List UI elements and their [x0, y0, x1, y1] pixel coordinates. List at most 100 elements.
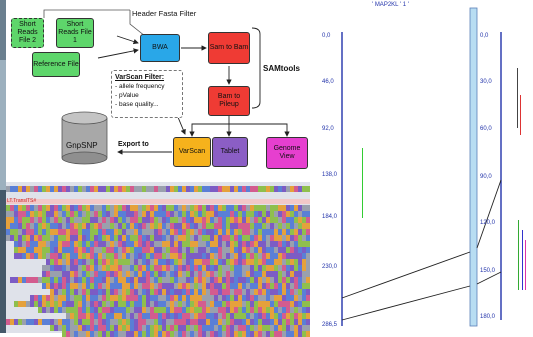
base-cell — [118, 229, 122, 235]
base-cell — [218, 217, 222, 223]
base-cell — [82, 271, 86, 277]
base-cell — [110, 301, 114, 307]
base-cell — [202, 289, 206, 295]
base-cell — [298, 253, 302, 259]
base-cell — [258, 247, 262, 253]
base-cell — [210, 283, 214, 289]
base-cell — [186, 325, 190, 331]
base-cell — [238, 253, 242, 259]
base-cell — [38, 307, 42, 313]
base-cell — [98, 235, 102, 241]
base-cell — [226, 235, 230, 241]
base-cell — [138, 253, 142, 259]
base-cell — [82, 229, 86, 235]
base-cell — [214, 259, 218, 265]
base-cell — [286, 217, 290, 223]
base-cell — [30, 217, 34, 223]
base-cell — [14, 253, 18, 259]
base-cell — [102, 277, 106, 283]
base-cell — [10, 217, 14, 223]
base-cell — [262, 223, 266, 229]
base-cell — [242, 229, 246, 235]
base-cell — [34, 241, 38, 247]
base-cell — [182, 295, 186, 301]
base-cell — [126, 277, 130, 283]
base-cell — [138, 229, 142, 235]
base-cell — [106, 247, 110, 253]
base-cell — [242, 247, 246, 253]
base-cell — [190, 211, 194, 217]
base-cell — [206, 307, 210, 313]
base-cell — [298, 277, 302, 283]
base-cell — [242, 307, 246, 313]
base-cell — [254, 229, 258, 235]
reference-sequence-row — [6, 186, 310, 192]
base-cell — [286, 283, 290, 289]
base-cell — [154, 217, 158, 223]
base-cell — [302, 283, 306, 289]
base-cell — [106, 307, 110, 313]
base-cell — [214, 223, 218, 229]
alignment-row — [6, 307, 310, 313]
base-cell — [214, 211, 218, 217]
base-cell — [34, 229, 38, 235]
base-cell — [170, 289, 174, 295]
base-cell — [262, 247, 266, 253]
base-cell — [258, 235, 262, 241]
base-cell — [114, 259, 118, 265]
base-cell — [110, 307, 114, 313]
base-cell — [94, 247, 98, 253]
base-cell — [54, 301, 58, 307]
base-cell — [150, 235, 154, 241]
base-cell — [146, 223, 150, 229]
base-cell — [194, 313, 198, 319]
base-cell — [22, 223, 26, 229]
base-cell — [146, 283, 150, 289]
base-cell — [146, 295, 150, 301]
base-cell — [142, 289, 146, 295]
base-cell — [242, 253, 246, 259]
base-cell — [102, 295, 106, 301]
base-cell — [166, 301, 170, 307]
base-cell — [294, 325, 298, 331]
base-cell — [10, 319, 14, 325]
base-cell — [146, 325, 150, 331]
base-cell — [210, 235, 214, 241]
base-cell — [206, 295, 210, 301]
base-cell — [306, 277, 310, 283]
base-cell — [114, 229, 118, 235]
base-cell — [174, 283, 178, 289]
base-cell — [154, 319, 158, 325]
base-cell — [46, 186, 50, 192]
base-cell — [282, 223, 286, 229]
base-cell — [106, 271, 110, 277]
base-cell — [142, 307, 146, 313]
base-cell — [298, 283, 302, 289]
base-cell — [74, 229, 78, 235]
base-cell — [138, 289, 142, 295]
base-cell — [190, 283, 194, 289]
base-cell — [22, 319, 26, 325]
base-cell — [282, 235, 286, 241]
base-cell — [302, 295, 306, 301]
base-cell — [226, 277, 230, 283]
alignment-row — [6, 283, 310, 289]
alignment-row — [6, 247, 310, 253]
base-cell — [230, 253, 234, 259]
base-cell — [274, 253, 278, 259]
base-cell — [22, 301, 26, 307]
base-cell — [6, 217, 10, 223]
base-cell — [158, 319, 162, 325]
base-cell — [234, 259, 238, 265]
base-cell — [146, 301, 150, 307]
base-cell — [302, 289, 306, 295]
base-cell — [158, 259, 162, 265]
base-cell — [286, 295, 290, 301]
base-cell — [290, 259, 294, 265]
base-cell — [298, 211, 302, 217]
base-cell — [162, 307, 166, 313]
base-cell — [226, 211, 230, 217]
base-cell — [50, 271, 54, 277]
base-cell — [50, 283, 54, 289]
base-cell — [194, 211, 198, 217]
